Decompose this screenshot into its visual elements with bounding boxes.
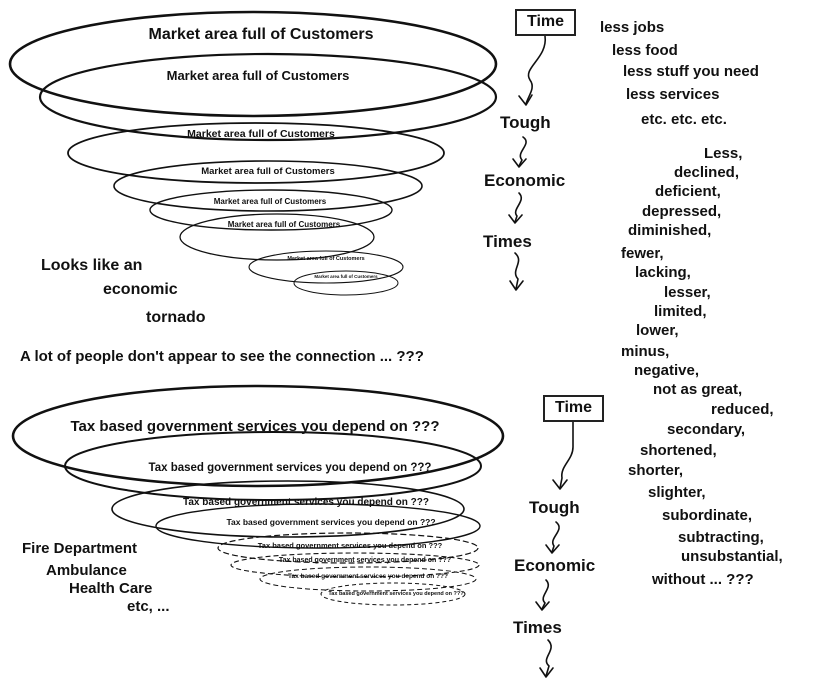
tornado-note-line2: economic — [103, 281, 178, 298]
synonym-shorter: shorter, — [628, 462, 684, 479]
synonym-lower: lower, — [636, 322, 679, 339]
tax-funnel — [11, 384, 505, 606]
tax-label-4: Tax based government services you depend… — [226, 517, 435, 527]
market-ring-2 — [38, 52, 498, 142]
tax-ring-3 — [111, 480, 465, 538]
synonym-subtracting: subtracting, — [678, 529, 764, 546]
synonym-without: without ... ??? — [652, 571, 754, 588]
market-ring-8 — [293, 270, 399, 296]
synonym-slighter: slighter, — [648, 484, 706, 501]
tax-ring-6 — [230, 552, 480, 578]
timeline-top-arrows — [508, 35, 546, 291]
less-item-services: less services — [626, 86, 720, 103]
less-item-etc: etc. etc. etc. — [641, 111, 727, 128]
market-label-2: Market area full of Customers — [167, 68, 350, 83]
market-label-7: Market area full of Customers — [287, 256, 364, 262]
service-fire-department: Fire Department — [22, 540, 138, 557]
synonym-shortened: shortened, — [640, 442, 717, 459]
synonym-lesser: lesser, — [664, 284, 711, 301]
arrowhead-1 — [518, 94, 533, 106]
market-ring-6 — [179, 213, 375, 261]
synonym-negative: negative, — [634, 362, 700, 379]
tax-label-1: Tax based government services you depend… — [71, 418, 440, 435]
market-label-3: Market area full of Customers — [187, 128, 335, 140]
synonym-lacking: lacking, — [635, 264, 691, 281]
tornado-note-line1: Looks like an — [41, 257, 143, 274]
arrowhead-b3 — [535, 601, 550, 611]
synonym-not-as-great: not as great, — [653, 381, 743, 398]
arrow-economic-to-times — [514, 192, 523, 223]
timeline-top-economic: Economic — [484, 171, 566, 190]
synonym-secondary: secondary, — [667, 421, 746, 438]
market-ring-1 — [8, 10, 498, 118]
tax-label-6: Tax based government services you depend… — [279, 557, 451, 564]
tax-label-5: Tax based government services you depend… — [258, 541, 443, 550]
market-ring-4 — [113, 160, 423, 212]
tax-ring-8 — [320, 582, 466, 606]
market-label-5: Market area full of Customers — [214, 197, 327, 206]
synonym-subordinate: subordinate, — [662, 507, 753, 524]
tax-ring-4 — [155, 503, 481, 549]
timeline-bottom-tough: Tough — [529, 498, 580, 517]
tax-label-2: Tax based government services you depend… — [149, 462, 432, 474]
market-label-6: Market area full of Customers — [228, 220, 341, 229]
market-ring-5 — [149, 189, 393, 231]
arrow-economic-to-times-b — [541, 579, 550, 610]
timeline-bottom-times: Times — [513, 618, 562, 637]
tax-ring-7 — [259, 566, 477, 592]
synonym-unsubstantial: unsubstantial, — [681, 548, 783, 565]
less-item-jobs: less jobs — [600, 19, 665, 36]
synonym-diminished: diminished, — [628, 222, 712, 239]
synonym-declined: declined, — [674, 164, 740, 181]
arrow-time-to-tough — [525, 35, 546, 105]
arrow-tough-to-economic — [518, 136, 527, 167]
less-item-stuff: less stuff you need — [623, 63, 759, 80]
tax-label-7: Tax based government services you depend… — [288, 573, 448, 580]
synonym-depressed: depressed, — [642, 203, 722, 220]
timeline-top-times: Times — [483, 232, 532, 251]
synonym-deficient: deficient, — [655, 183, 721, 200]
less-item-food: less food — [612, 42, 678, 59]
synonym-minus: minus, — [621, 343, 670, 360]
market-ring-7 — [248, 250, 404, 284]
time-box-bottom: Time — [543, 395, 605, 422]
service-health-care: Health Care — [69, 580, 153, 597]
tornado-note-line3: tornado — [146, 309, 206, 326]
synonym-limited: limited, — [654, 303, 707, 320]
synonym-reduced: reduced, — [711, 401, 774, 418]
time-box-top: Time — [515, 9, 577, 36]
market-label-4: Market area full of Customers — [201, 166, 335, 177]
tax-label-3: Tax based government services you depend… — [183, 497, 429, 508]
service-ambulance: Ambulance — [46, 562, 127, 579]
arrowhead-b4 — [539, 667, 554, 678]
arrowhead-3 — [508, 214, 523, 224]
tax-label-8: Tax based government services you depend… — [328, 591, 464, 597]
market-ring-labels: Market area full of Customers Market are… — [149, 26, 379, 279]
market-label-8: Market area full of Customers — [314, 274, 378, 279]
market-ring-3 — [67, 122, 445, 184]
arrowhead-b1 — [552, 479, 568, 490]
timeline-top-tough: Tough — [500, 113, 551, 132]
arrow-time-to-tough-b — [559, 419, 574, 489]
connection-note: A lot of people don't appear to see the … — [20, 348, 424, 365]
arrow-tough-to-economic-b — [551, 521, 560, 553]
timeline-bottom-economic: Economic — [514, 556, 596, 575]
arrowhead-4 — [509, 280, 524, 291]
timeline-bottom-arrows — [535, 419, 574, 678]
tax-ring-2 — [64, 431, 482, 501]
arrowhead-2 — [512, 158, 527, 168]
synonym-less: Less, — [704, 145, 743, 162]
tax-ring-5 — [217, 532, 479, 564]
tax-ring-1 — [11, 384, 505, 488]
arrow-after-times-b — [545, 639, 552, 677]
tax-ring-labels: Tax based government services you depend… — [71, 418, 465, 597]
market-funnel — [8, 10, 498, 296]
market-label-1: Market area full of Customers — [149, 26, 374, 43]
synonym-fewer: fewer, — [621, 245, 664, 262]
service-etc: etc, ... — [127, 598, 170, 615]
arrowhead-b2 — [545, 544, 560, 554]
arrow-after-times-top — [514, 252, 520, 290]
